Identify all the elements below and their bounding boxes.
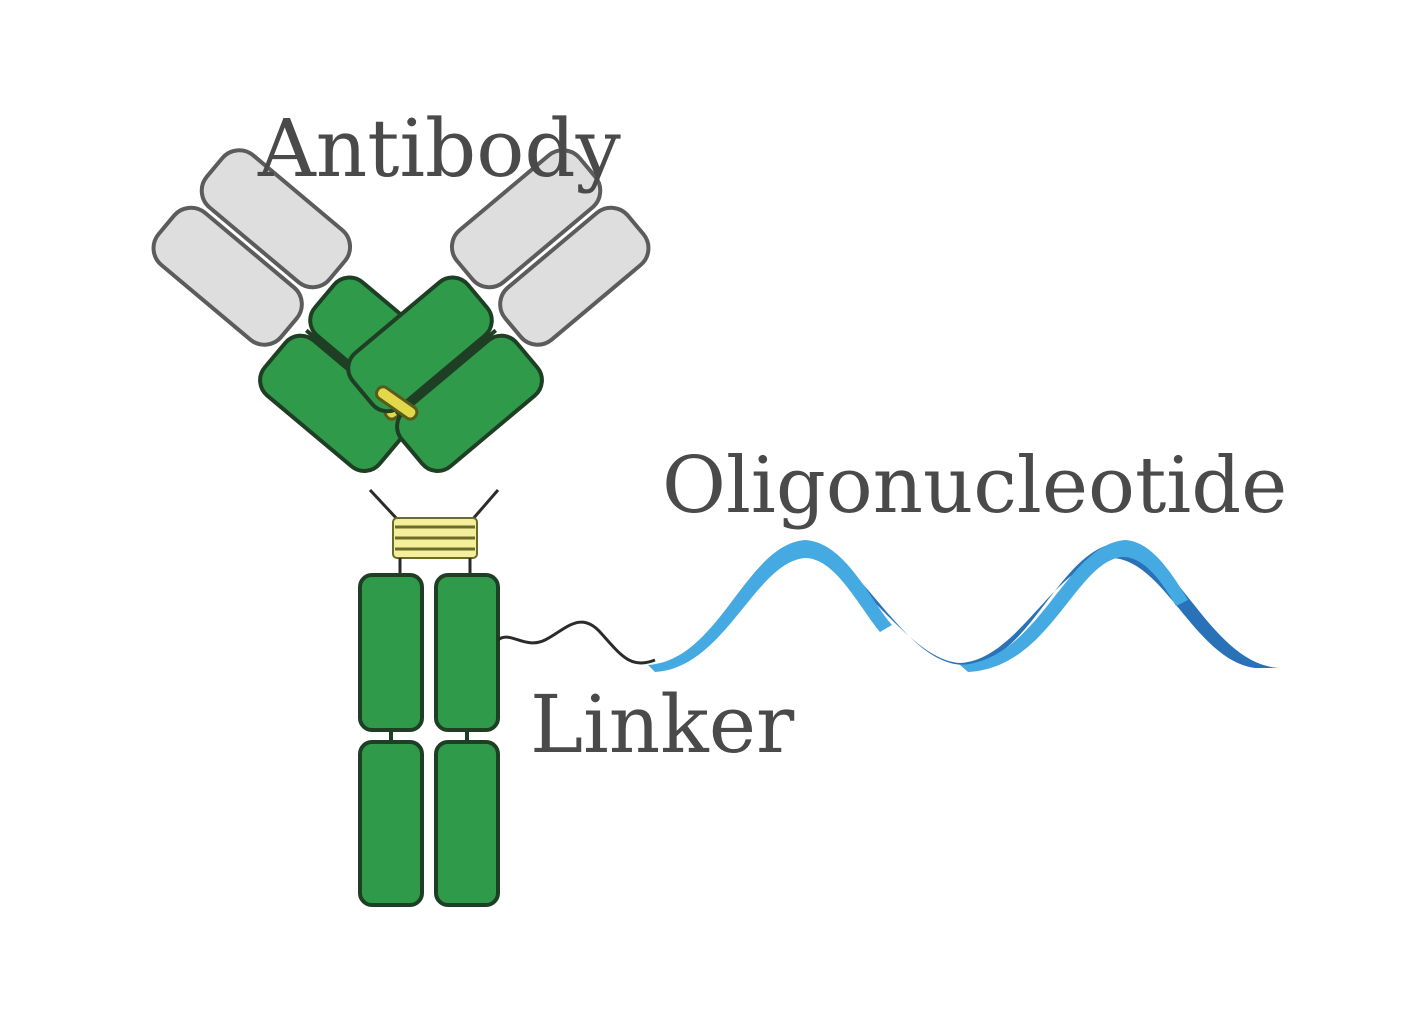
- right-fab-interdomain-line: [394, 328, 498, 416]
- fc-right-ch2-domain: [434, 573, 500, 732]
- left-light-chain-constant-domain: [151, 205, 304, 347]
- linker-line: [497, 620, 656, 665]
- antibody-label: Antibody: [257, 102, 621, 195]
- fc-left-ch2-domain: [358, 573, 424, 732]
- oligonucleotide-ribbon: [648, 540, 1280, 672]
- right-heavy-chain-variable-domain: [346, 275, 494, 414]
- right-heavy-chain-constant-domain: [395, 333, 544, 473]
- hinge-disulfide-bonds: [392, 517, 478, 559]
- right-light-chain-variable-domain: [449, 148, 603, 290]
- oligonucleotide-label: Oligonucleotide: [662, 441, 1287, 531]
- linker-label: Linker: [530, 678, 795, 771]
- left-light-chain-variable-domain: [199, 148, 353, 290]
- fc-right-ch3-domain: [434, 740, 500, 907]
- oligo-ribbon-light-strand: [648, 540, 892, 672]
- right-fab-disulfide-bond: [374, 385, 419, 421]
- fc-left-ch3-domain: [358, 740, 424, 907]
- right-light-chain-constant-domain: [498, 205, 651, 347]
- right-hinge-line: [470, 489, 500, 521]
- left-hinge-line: [368, 488, 400, 522]
- right-fab-arm: [346, 148, 651, 473]
